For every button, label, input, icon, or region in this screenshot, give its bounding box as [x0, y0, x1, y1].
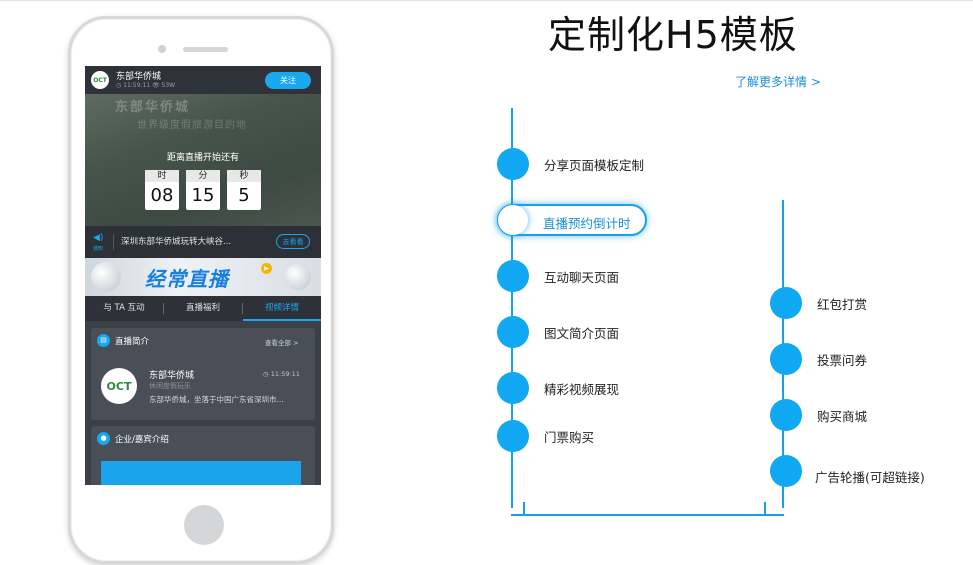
node-dot: [497, 420, 529, 452]
flow-corner-left-bottom: [511, 502, 531, 516]
template-node[interactable]: [770, 455, 802, 487]
live-header: OCT 东部华侨城 ◷ 11:59:11 👁 53W 关注: [85, 66, 321, 94]
intro-logo: OCT: [101, 368, 137, 404]
node-dot: [770, 343, 802, 375]
play-icon: ▶: [261, 263, 272, 274]
countdown-value: 5: [238, 185, 250, 206]
countdown-minutes: 分 15: [186, 170, 220, 210]
intro-description: 东部华侨城，坐落于中国广东省深圳市...: [149, 395, 284, 404]
node-label: 互动聊天页面: [544, 269, 620, 285]
phone-camera: [158, 45, 166, 53]
decor-ball-icon: [91, 262, 121, 292]
countdown-seconds: 秒 5: [227, 170, 261, 210]
node-dot: [770, 287, 802, 319]
template-node[interactable]: 图文简介页面: [497, 316, 619, 348]
node-dot: [497, 148, 529, 180]
flow-line-bottom: [511, 514, 784, 516]
template-node[interactable]: 分享页面模板定制: [497, 148, 644, 180]
tab-video-details[interactable]: 视频详情: [243, 296, 321, 321]
banner-text-secondary: 世界级度假旅游目的地: [137, 120, 247, 131]
countdown-unit: 时: [145, 170, 179, 182]
top-divider: [0, 0, 973, 1]
promo-banner[interactable]: 经常直播 ▶: [85, 258, 321, 296]
node-dot: [497, 372, 529, 404]
page-title: 定制化H5模板: [548, 13, 798, 57]
tab-divider: [163, 303, 164, 314]
template-node[interactable]: 购买商城: [770, 399, 867, 431]
tab-divider: [242, 303, 243, 314]
company-card: ● 企业/嘉宾介绍: [91, 426, 315, 485]
flow-corner-left: [511, 502, 525, 516]
node-label-wrapped: 广告轮播(可超链接): [815, 470, 925, 485]
node-dot-active: [498, 205, 528, 235]
intro-name: 东部华侨城: [149, 371, 195, 381]
follow-button[interactable]: 关注: [265, 72, 311, 89]
intro-time: ◷ 11:59:11: [263, 370, 300, 378]
node-dot: [770, 455, 802, 487]
countdown-hours: 时 08: [145, 170, 179, 210]
live-banner: 东部华侨城 世界级度假旅游目的地 距离直播开始还有 时 08 分 15 秒 5: [85, 94, 321, 226]
channel-meta: ◷ 11:59:11 👁 53W: [116, 82, 176, 89]
phone-speaker: [183, 47, 228, 52]
view-all-link[interactable]: 查看全部 >: [265, 339, 299, 347]
template-node[interactable]: 互动聊天页面: [497, 260, 619, 292]
notice-label: 通知: [93, 246, 104, 252]
node-label: 红包打赏: [817, 296, 868, 312]
notice-bar: ◀) 通知 深圳东部华侨城玩转大峡谷... 去看看: [85, 226, 321, 258]
countdown-unit: 秒: [227, 170, 261, 182]
intro-card: ▤ 直播简介 查看全部 > OCT 东部华侨城 休闲度假玩乐 ◷ 11:59:1…: [91, 328, 315, 420]
node-dot: [497, 316, 529, 348]
banner-text-primary: 东部华侨城: [115, 100, 191, 115]
node-label: 分享页面模板定制: [544, 157, 645, 173]
node-label: 图文简介页面: [544, 325, 620, 341]
notice-text: 深圳东部华侨城玩转大峡谷...: [121, 237, 232, 247]
node-label: 直播预约倒计时: [543, 216, 631, 231]
phone-tabs: 与 TA 互动 直播福利 视频详情: [85, 296, 321, 321]
template-node[interactable]: 门票购买: [497, 420, 594, 452]
more-details-link[interactable]: 了解更多详情 >: [735, 75, 821, 89]
company-media[interactable]: [101, 461, 301, 485]
notice-divider: [113, 234, 114, 250]
channel-logo: OCT: [91, 71, 109, 89]
megaphone-icon: ◀): [93, 233, 104, 243]
tab-interact[interactable]: 与 TA 互动: [103, 303, 145, 313]
flow-line-left: [511, 108, 513, 508]
node-label: 门票购买: [544, 429, 595, 445]
node-label: 精彩视频展现: [544, 381, 620, 397]
node-label: 投票问券: [817, 352, 868, 368]
flow-corner-right: [764, 502, 778, 516]
decor-ball-icon: [285, 264, 311, 290]
template-node[interactable]: 投票问券: [770, 343, 867, 375]
promo-text: 经常直播: [145, 267, 229, 291]
person-icon: ●: [97, 432, 110, 445]
tab-benefits[interactable]: 直播福利: [185, 303, 220, 313]
intro-title: 直播简介: [115, 337, 150, 347]
node-dot: [497, 260, 529, 292]
countdown-unit: 分: [186, 170, 220, 182]
template-node[interactable]: 红包打赏: [770, 287, 867, 319]
phone-home-button[interactable]: [184, 505, 224, 545]
template-node[interactable]: 精彩视频展现: [497, 372, 619, 404]
node-dot: [770, 399, 802, 431]
countdown-value: 15: [191, 185, 215, 206]
countdown-title: 距离直播开始还有: [166, 153, 239, 163]
document-icon: ▤: [97, 334, 110, 347]
go-see-button[interactable]: 去看看: [276, 234, 310, 249]
company-title: 企业/嘉宾介绍: [115, 435, 169, 445]
channel-name: 东部华侨城: [116, 72, 162, 82]
phone-screen: OCT 东部华侨城 ◷ 11:59:11 👁 53W 关注 东部华侨城 世界级度…: [85, 66, 321, 485]
countdown-value: 08: [150, 185, 174, 206]
template-node-active[interactable]: 直播预约倒计时: [497, 204, 647, 236]
intro-subtitle: 休闲度假玩乐: [149, 382, 191, 390]
node-label: 购买商城: [817, 408, 868, 424]
